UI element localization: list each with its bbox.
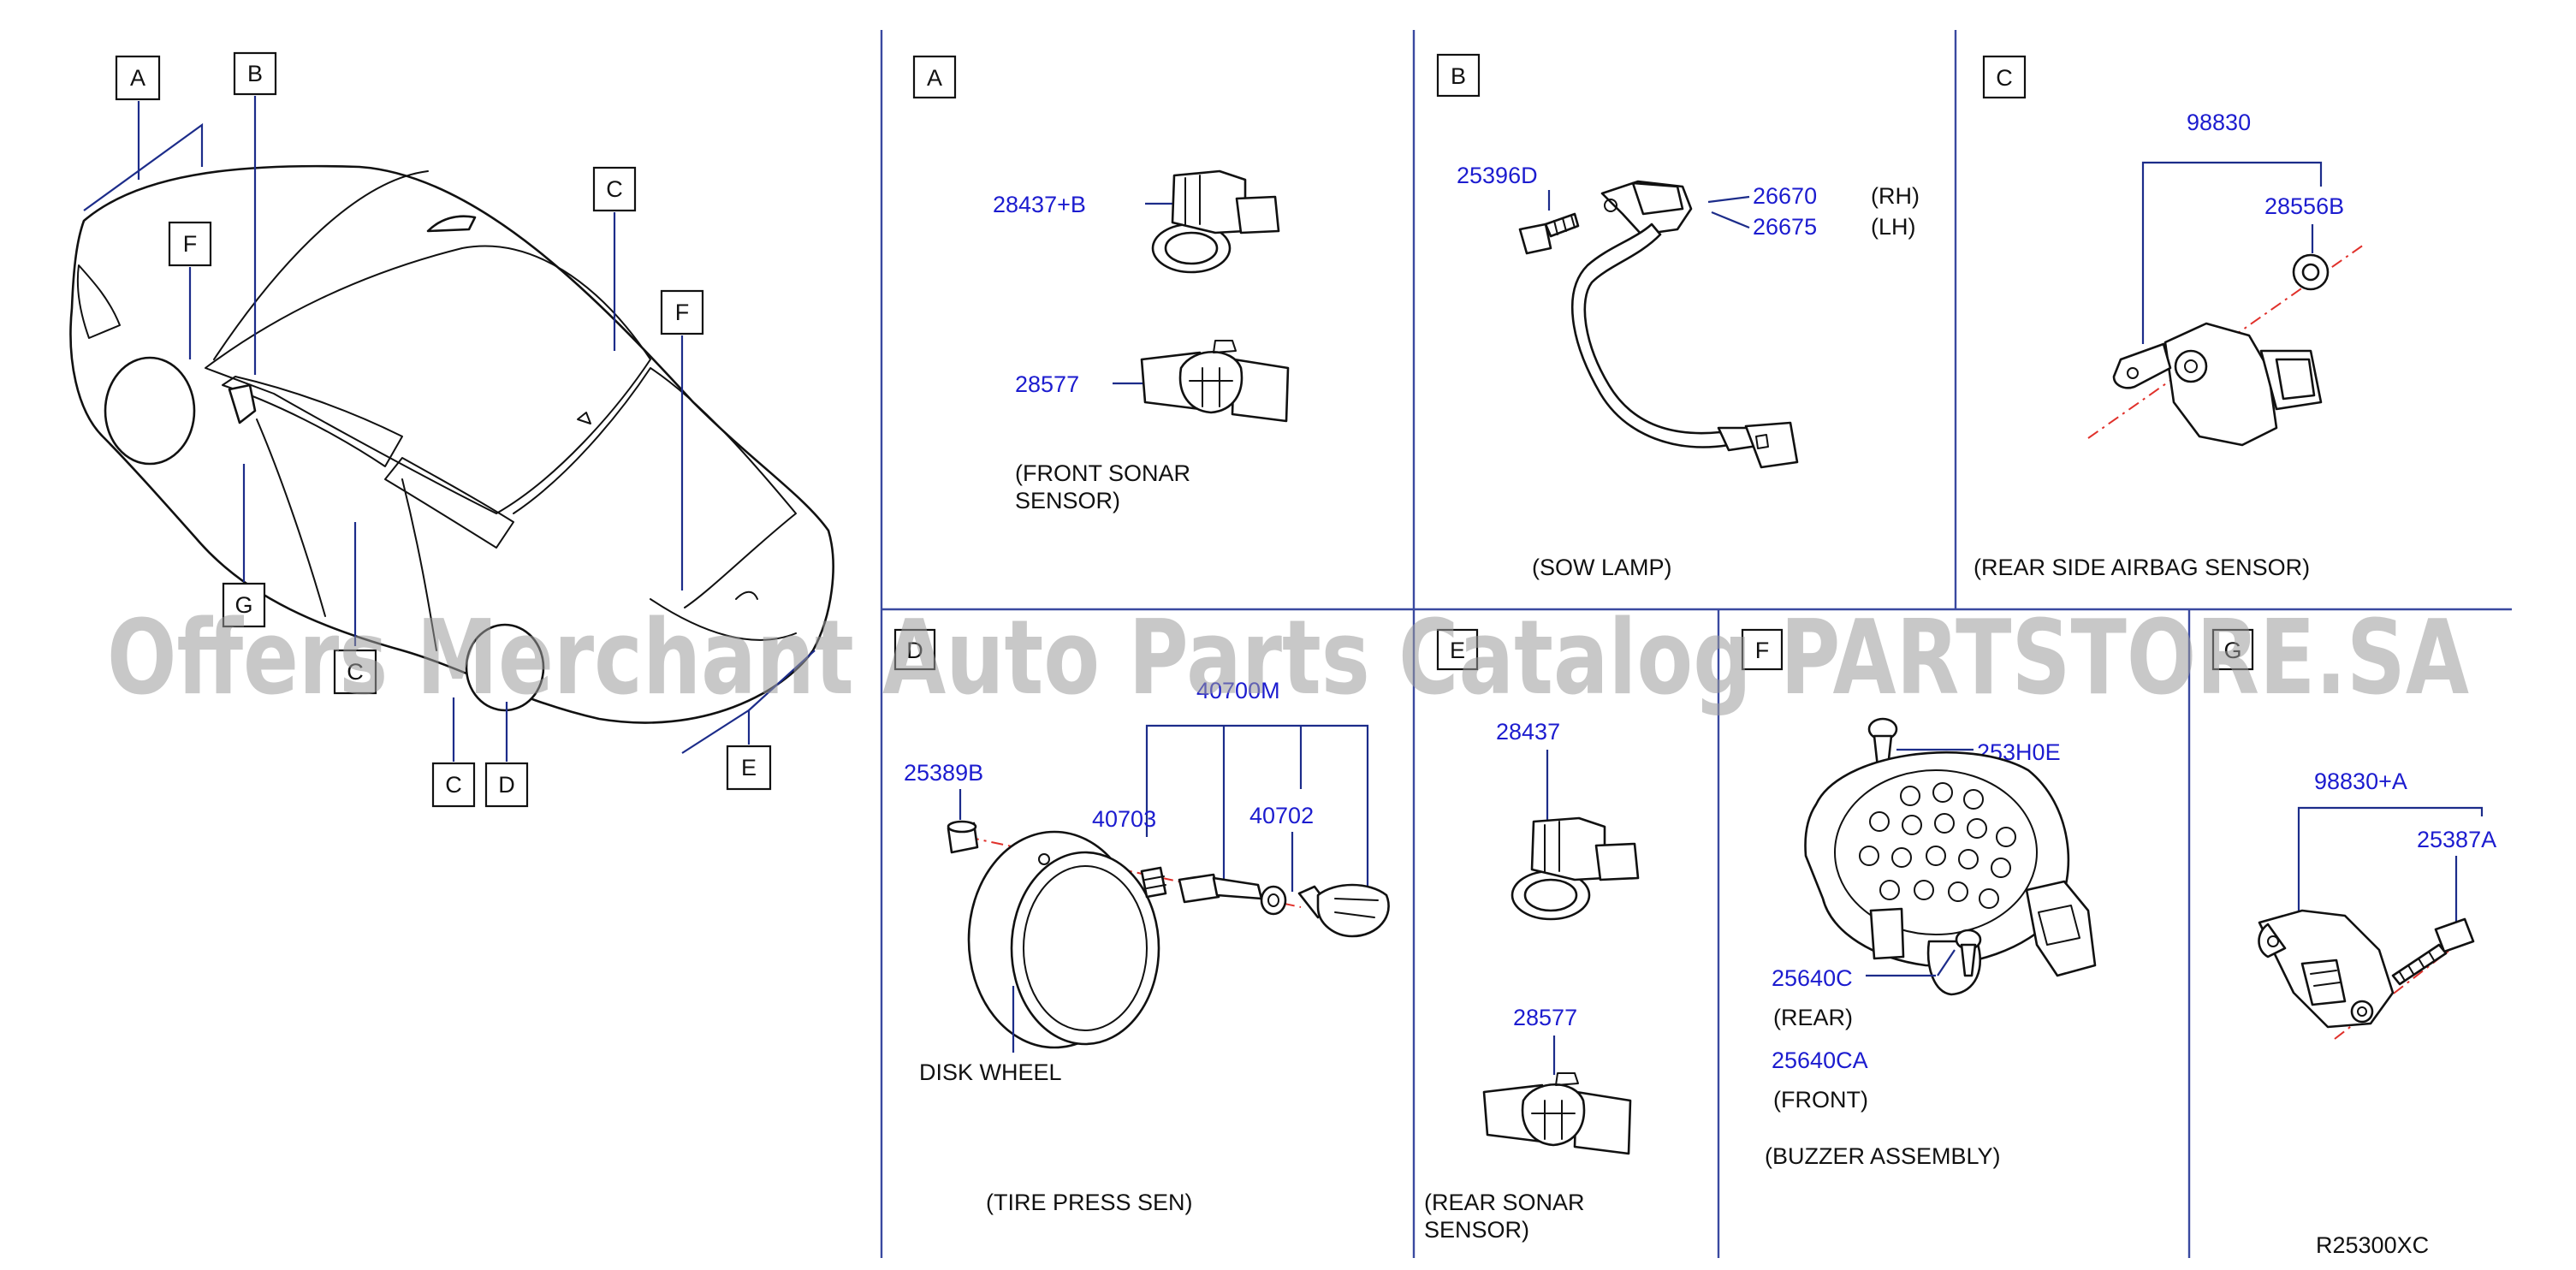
valve-core-icon bbox=[1140, 866, 1167, 899]
svg-text:C: C bbox=[606, 176, 623, 202]
svg-text:G: G bbox=[234, 592, 252, 618]
part-number: 28577 bbox=[1513, 1005, 1577, 1030]
note: (REAR) bbox=[1773, 1005, 1853, 1030]
panel-a: A 28437+B 28577 (FRONT SONAR SENSOR) bbox=[912, 55, 1290, 513]
part-number: 28577 bbox=[1015, 371, 1079, 397]
svg-text:E: E bbox=[741, 755, 757, 780]
clip-bottom-icon bbox=[1955, 929, 1982, 977]
note: (FRONT) bbox=[1773, 1087, 1868, 1113]
part-number: 28437 bbox=[1496, 719, 1560, 745]
caption: (REAR SONAR bbox=[1424, 1190, 1585, 1215]
caption: SENSOR) bbox=[1015, 488, 1120, 513]
bolt-g-icon bbox=[2391, 917, 2475, 986]
caption: (REAR SIDE AIRBAG SENSOR) bbox=[1974, 555, 2310, 580]
panel-f: F 253H0E bbox=[1741, 628, 2097, 1169]
overview-label-c-door: C bbox=[333, 649, 377, 695]
panel-b-letter: B bbox=[1451, 63, 1466, 89]
panel-d: D 40700M 25389B 40703 40702 bbox=[893, 628, 1390, 1215]
side-label: (RH) bbox=[1871, 183, 1920, 209]
caption: (TIRE PRESS SEN) bbox=[986, 1190, 1193, 1215]
part-number: 40702 bbox=[1249, 803, 1314, 828]
valve-stem-icon bbox=[1178, 873, 1263, 904]
panel-f-letter: F bbox=[1755, 638, 1770, 663]
sonar-sensor-rear-icon bbox=[1511, 816, 1640, 921]
valve-cap-icon bbox=[947, 820, 979, 854]
disk-wheel-icon bbox=[967, 830, 1160, 1049]
panel-grid bbox=[880, 30, 2512, 1258]
washer-icon bbox=[2292, 253, 2330, 291]
wheel-label: DISK WHEEL bbox=[919, 1059, 1062, 1085]
part-number: 26670 bbox=[1753, 183, 1817, 209]
sow-lamp-icon bbox=[1570, 180, 1799, 469]
part-number: 25640C bbox=[1772, 965, 1853, 991]
svg-text:A: A bbox=[130, 65, 145, 91]
overview-label-f-front: F bbox=[168, 221, 212, 267]
overview-label-c-roof: C bbox=[592, 166, 637, 212]
overview-label-f-rear: F bbox=[660, 289, 704, 335]
caption: (SOW LAMP) bbox=[1532, 555, 1672, 580]
buzzer-holes bbox=[1859, 782, 2016, 909]
part-number: 98830 bbox=[2187, 110, 2251, 135]
bolt-icon bbox=[1518, 212, 1580, 255]
part-number: 25396D bbox=[1457, 163, 1538, 188]
part-number: 98830+A bbox=[2314, 769, 2407, 794]
panel-d-letter: D bbox=[906, 638, 923, 663]
svg-text:C: C bbox=[445, 772, 462, 798]
sonar-bracket-rear-icon bbox=[1482, 1072, 1632, 1155]
overview-label-e: E bbox=[726, 745, 772, 791]
caption: (FRONT SONAR bbox=[1015, 460, 1190, 486]
sensor-g-icon bbox=[2258, 909, 2395, 1029]
overview-leaders bbox=[83, 96, 816, 762]
svg-text:D: D bbox=[498, 772, 515, 798]
part-number: 25389B bbox=[904, 760, 983, 786]
overview-label-d: D bbox=[484, 762, 529, 808]
panel-a-letter: A bbox=[927, 65, 942, 91]
part-number: 40700M bbox=[1196, 678, 1280, 703]
part-number: 25387A bbox=[2417, 827, 2496, 852]
svg-text:C: C bbox=[347, 659, 364, 685]
diagram-code: R25300XC bbox=[2316, 1232, 2429, 1258]
airbag-sensor-icon bbox=[2112, 322, 2323, 447]
svg-text:F: F bbox=[675, 300, 690, 325]
panel-e: E 28437 28577 (REAR SONAR SENSOR) bbox=[1424, 628, 1640, 1243]
svg-text:F: F bbox=[183, 231, 198, 257]
overview-labels: A B C F F G C C D E bbox=[115, 51, 772, 808]
caption: (BUZZER ASSEMBLY) bbox=[1765, 1143, 2001, 1169]
overview-label-c-low: C bbox=[431, 762, 476, 808]
overview-label-b: B bbox=[233, 51, 277, 96]
side-label: (LH) bbox=[1871, 214, 1916, 240]
part-number: 26675 bbox=[1753, 214, 1817, 240]
part-number: 40703 bbox=[1092, 806, 1156, 832]
panel-c-letter: C bbox=[1996, 65, 2013, 91]
watermark: Offers Merchant Auto Parts Catalog PARTS… bbox=[107, 599, 2469, 718]
part-number: 28437+B bbox=[993, 192, 1086, 217]
panel-c: C 98830 28556B (REAR SIDE AIRBAG SENSOR) bbox=[1974, 55, 2365, 580]
part-number: 28556B bbox=[2264, 193, 2344, 219]
panel-b: B 25396D 26670 26675 (RH) (LH) (SOW LAMP… bbox=[1436, 53, 1920, 580]
clip-top-icon bbox=[1867, 717, 1898, 769]
svg-text:B: B bbox=[247, 61, 263, 86]
caption: SENSOR) bbox=[1424, 1217, 1529, 1243]
panel-g: G 98830+A 25387A bbox=[2211, 628, 2496, 1040]
overview-label-g: G bbox=[222, 582, 266, 628]
tpms-sensor-icon bbox=[1297, 883, 1390, 938]
grommet-icon bbox=[1260, 885, 1287, 916]
sonar-bracket-front-icon bbox=[1140, 340, 1290, 423]
overview-label-a: A bbox=[115, 55, 161, 101]
panel-g-letter: G bbox=[2223, 638, 2241, 663]
panel-e-letter: E bbox=[1450, 638, 1465, 663]
sonar-sensor-front-icon bbox=[1151, 169, 1280, 274]
part-number: 25640CA bbox=[1772, 1047, 1868, 1073]
